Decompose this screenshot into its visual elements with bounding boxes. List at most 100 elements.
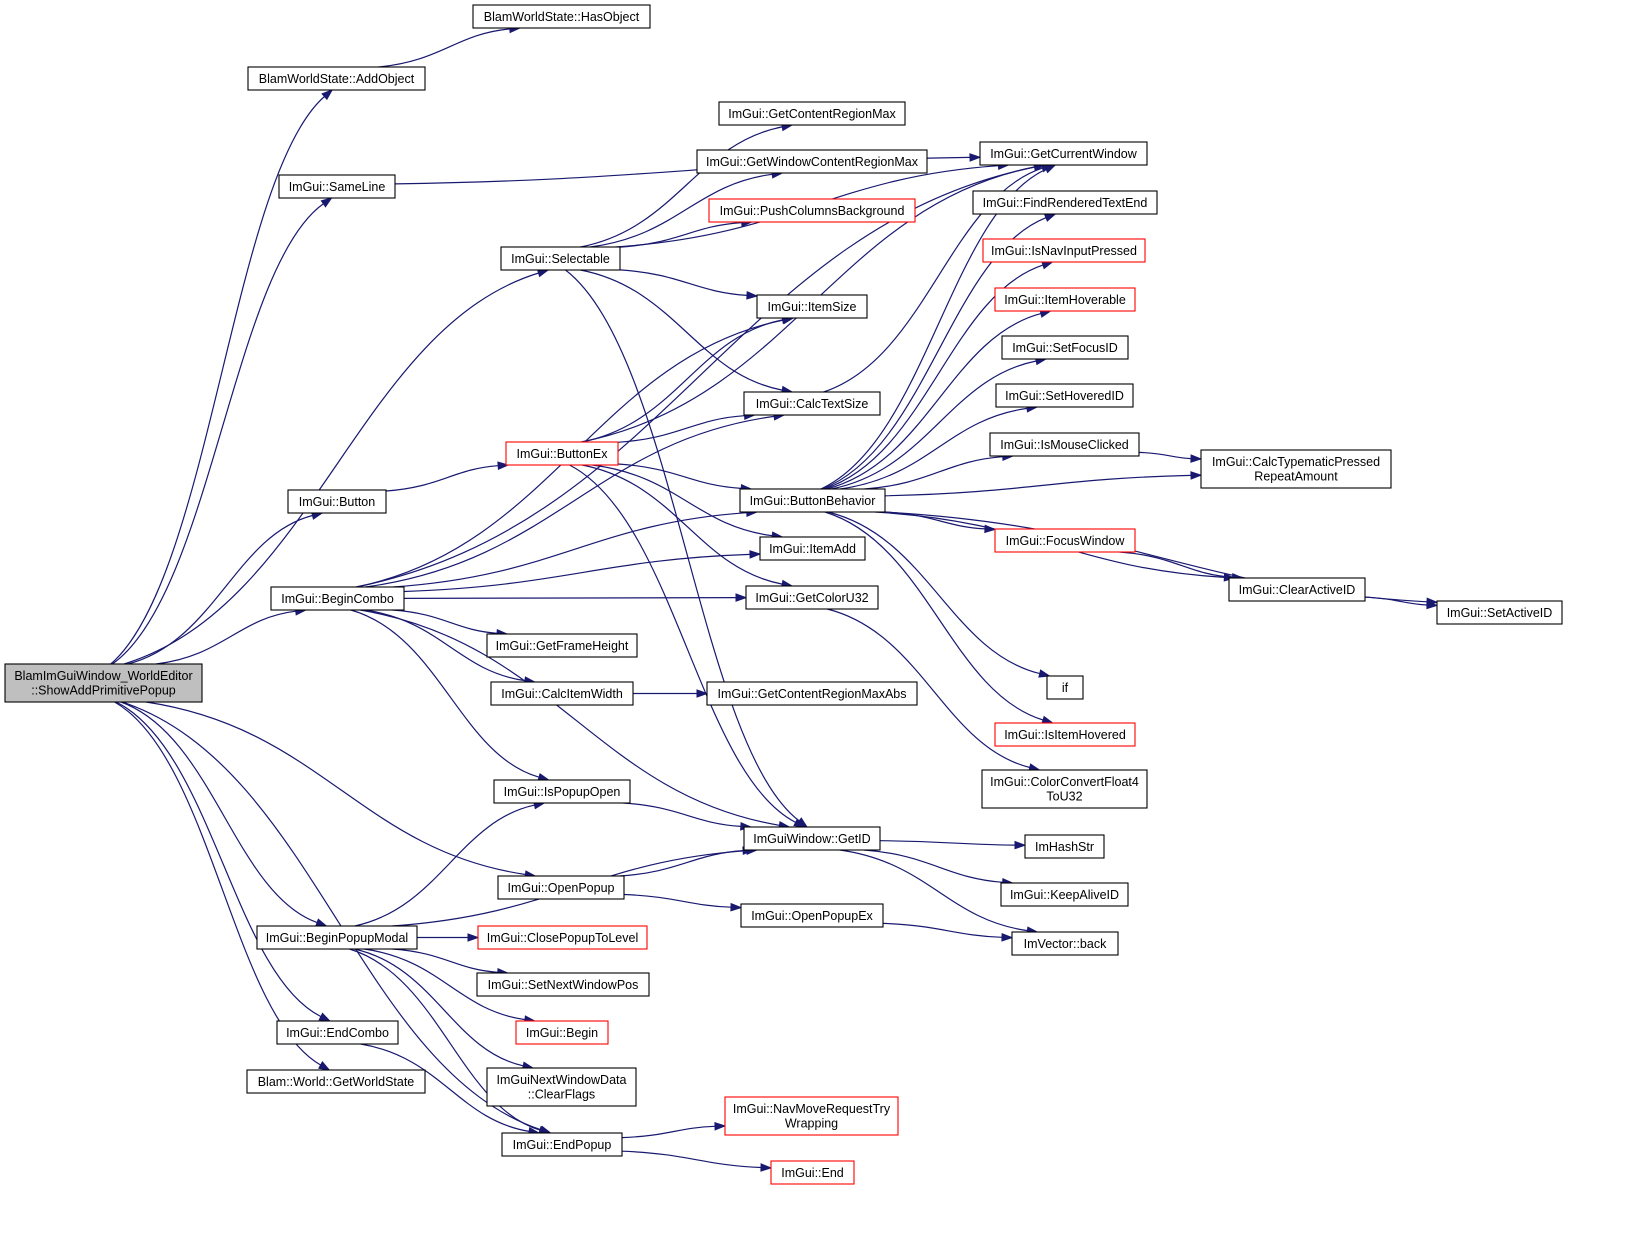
edge-buttonex-to-getcoloru32 [581,464,783,585]
node-box [706,681,918,706]
node-box [497,875,625,900]
node-end[interactable]: ImGui::End [770,1160,855,1185]
node-getwindowcontentregionmax[interactable]: ImGui::GetWindowContentRegionMax [696,149,928,174]
node-endpopup[interactable]: ImGui::EndPopup [501,1132,623,1157]
arrowhead-buttonbehavior-to-if [1038,669,1051,678]
node-beginpopupmodal[interactable]: ImGui::BeginPopupModal [256,925,418,950]
node-ispopupopen[interactable]: ImGui::IsPopupOpen [493,779,631,804]
node-setfocusid[interactable]: ImGui::SetFocusID [1001,335,1129,360]
node-label: ImGui::ItemAdd [769,542,856,556]
node-getworldstate[interactable]: Blam::World::GetWorldState [246,1069,426,1094]
node-itemadd[interactable]: ImGui::ItemAdd [759,536,866,561]
node-box [486,1067,637,1107]
node-pushcolumnsbackground[interactable]: ImGui::PushColumnsBackground [708,198,916,223]
node-box [972,190,1158,215]
node-setactiveid[interactable]: ImGui::SetActiveID [1436,600,1563,625]
node-hasobject[interactable]: BlamWorldState::HasObject [472,4,651,29]
node-label: ImGui::FindRenderedTextEnd [983,196,1148,210]
node-label: ImGui::ClosePopupToLevel [487,931,638,945]
node-calcitemwidth[interactable]: ImGui::CalcItemWidth [490,681,634,706]
node-if[interactable]: if [1046,675,1084,700]
node-calctextsize[interactable]: ImGui::CalcTextSize [743,391,881,416]
node-back[interactable]: ImVector::back [1011,931,1119,956]
node-button[interactable]: ImGui::Button [287,489,387,514]
node-getid[interactable]: ImGuiWindow::GetID [743,826,881,851]
node-root[interactable]: BlamImGuiWindow_WorldEditor::ShowAddPrim… [4,663,203,703]
node-label: BlamWorldState::AddObject [259,72,415,86]
node-label: if [1062,681,1069,695]
node-box [287,489,387,514]
node-openpopupex[interactable]: ImGui::OpenPopupEx [740,903,884,928]
node-box [994,722,1136,747]
node-setnextwindowpos[interactable]: ImGui::SetNextWindowPos [476,972,650,997]
node-begincombo[interactable]: ImGui::BeginCombo [270,586,405,611]
arrowhead-sameline-to-getcurrentwindow [969,153,982,162]
arrowhead-button-to-buttonex [497,461,510,471]
arrowhead-root-to-beginpopupmodal [315,918,328,927]
node-selectable[interactable]: ImGui::Selectable [500,246,621,271]
edge-buttonbehavior-to-setfocusid [831,360,1037,490]
node-label: ImGui::BeginCombo [281,592,394,606]
node-box [1046,675,1084,700]
node-box [490,681,634,706]
arrowhead-beginpopupmodal-to-closepopuptolevel [467,933,480,942]
edge-getid-to-keepaliveid [863,849,1003,883]
node-box [743,826,881,851]
node-endcombo[interactable]: ImGui::EndCombo [276,1020,399,1045]
node-getcontentregionmax[interactable]: ImGui::GetContentRegionMax [718,101,906,126]
node-label: BlamImGuiWindow_WorldEditor [14,669,192,683]
node-clearactiveid[interactable]: ImGui::ClearActiveID [1228,577,1366,602]
node-label: ImGui::FocusWindow [1006,534,1126,548]
node-ismouseclicked[interactable]: ImGui::IsMouseClicked [989,432,1140,457]
node-sethoveredid[interactable]: ImGui::SetHoveredID [995,383,1134,408]
edge-buttonbehavior-to-focuswindow [884,511,986,530]
node-getcoloru32[interactable]: ImGui::GetColorU32 [745,585,879,610]
node-label: ImGui::ButtonBehavior [750,494,876,508]
edge-begincombo-to-calctextsize [365,415,775,588]
node-isnavinputpressed[interactable]: ImGui::IsNavInputPressed [982,238,1146,263]
node-box [995,383,1134,408]
node-box [1200,449,1392,489]
node-getframeheight[interactable]: ImGui::GetFrameHeight [486,633,638,658]
node-box [979,141,1148,166]
edge-buttonbehavior-to-sethoveredid [840,407,1028,490]
node-buttonex[interactable]: ImGui::ButtonEx [505,441,619,466]
node-box [756,294,868,319]
node-label: ImGui::KeepAliveID [1010,888,1119,902]
node-openpopup[interactable]: ImGui::OpenPopup [497,875,625,900]
arrowhead-endpopup-to-navmoverequesttrywrapping [714,1122,727,1131]
node-imhashstr[interactable]: ImHashStr [1024,834,1105,859]
node-box [989,432,1140,457]
node-box [278,174,396,199]
node-getcontentregionmaxabs[interactable]: ImGui::GetContentRegionMaxAbs [706,681,918,706]
node-buttonbehavior[interactable]: ImGui::ButtonBehavior [739,488,886,513]
node-label: ImGui::IsMouseClicked [1000,438,1129,452]
node-label: ImGui::GetContentRegionMaxAbs [718,687,907,701]
edge-ispopupopen-to-getid [623,802,741,827]
node-closepopuptolevel[interactable]: ImGui::ClosePopupToLevel [477,925,648,950]
node-addobject[interactable]: BlamWorldState::AddObject [247,66,426,91]
node-itemsize[interactable]: ImGui::ItemSize [756,294,868,319]
node-label: ImGui::BeginPopupModal [266,931,408,945]
node-focuswindow[interactable]: ImGui::FocusWindow [994,528,1136,553]
node-isitemhovered[interactable]: ImGui::IsItemHovered [994,722,1136,747]
node-itemhoverable[interactable]: ImGui::ItemHoverable [994,287,1136,312]
edge-buttonex-to-calctextsize [617,415,745,443]
node-label: ImGui::OpenPopup [507,881,614,895]
node-label: Blam::World::GetWorldState [258,1075,415,1089]
node-sameline[interactable]: ImGui::SameLine [278,174,396,199]
node-getcurrentwindow[interactable]: ImGui::GetCurrentWindow [979,141,1148,166]
edge-begincombo-to-getid [360,609,780,826]
node-findrenderedtextend[interactable]: ImGui::FindRenderedTextEnd [972,190,1158,215]
arrowhead-root-to-getworldstate [318,1061,331,1071]
edge-openpopupex-to-back [882,922,1003,938]
edge-getcoloru32-to-colorconvertfloat4tou32 [827,608,1030,769]
node-clearflags[interactable]: ImGuiNextWindowData::ClearFlags [486,1067,637,1107]
node-keepaliveid[interactable]: ImGui::KeepAliveID [1000,882,1129,907]
node-box [981,769,1148,809]
node-label: ImGui::GetCurrentWindow [990,147,1138,161]
node-begin[interactable]: ImGui::Begin [515,1020,609,1045]
